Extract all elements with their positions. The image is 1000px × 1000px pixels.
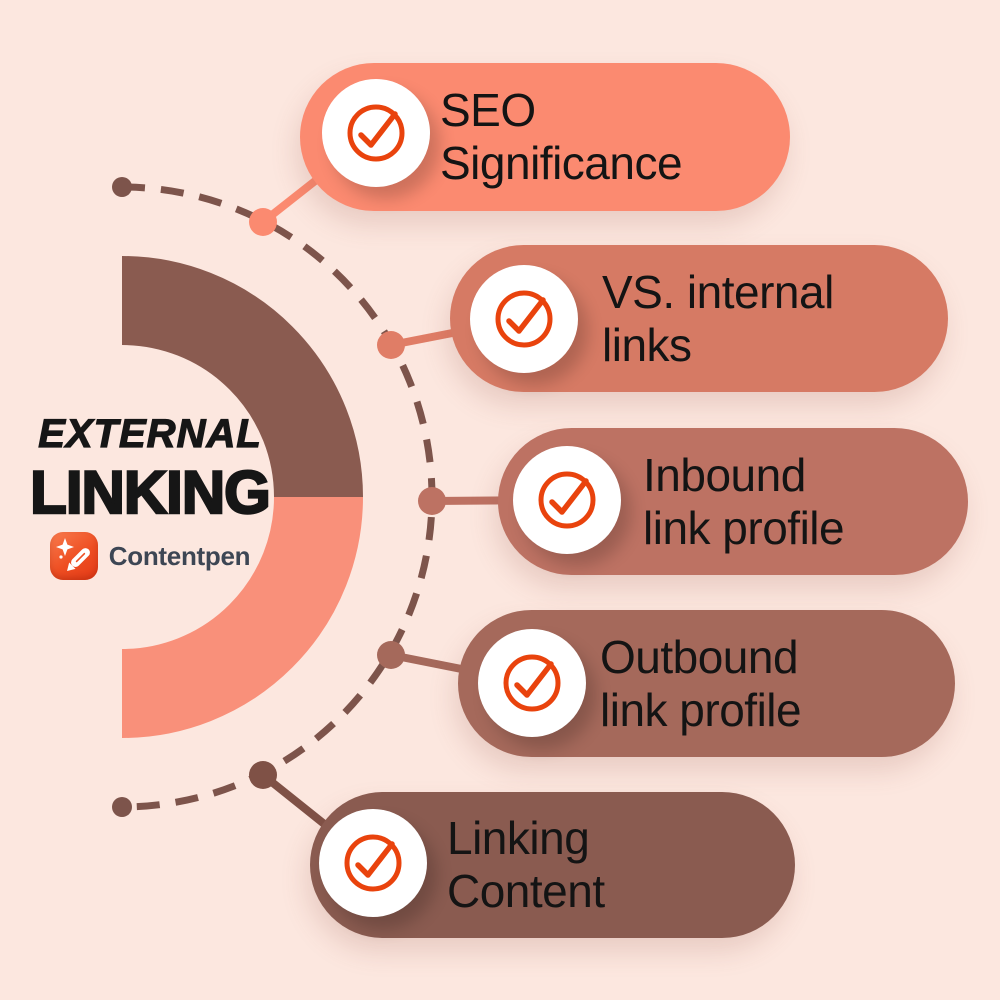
item-label-line2: links xyxy=(602,318,692,371)
timeline-node-1 xyxy=(249,208,277,236)
title-block: EXTERNAL LINKING xyxy=(0,411,300,526)
item-label-line1: Linking xyxy=(447,812,590,864)
item-label-line1: Inbound xyxy=(643,448,806,501)
check-badge xyxy=(319,809,427,917)
contentpen-icon xyxy=(49,532,98,580)
item-pill-inbound-link-profile: Inbound link profile xyxy=(498,428,968,575)
pen-icon xyxy=(66,548,90,571)
check-badge xyxy=(513,446,621,554)
check-circle-icon xyxy=(347,104,405,162)
ring-segment-bottom xyxy=(120,495,363,738)
item-pill-linking-content: Linking Content xyxy=(310,792,795,938)
timeline-node-5 xyxy=(249,761,277,789)
item-label-line1: Outbound xyxy=(600,630,799,683)
check-circle-icon xyxy=(495,290,553,348)
timeline-node-2 xyxy=(377,331,405,359)
item-label-line2: Content xyxy=(447,865,605,917)
item-label-line2: link profile xyxy=(600,683,802,736)
ring-segment-top xyxy=(120,256,363,499)
timeline-node-4 xyxy=(377,641,405,669)
check-circle-icon xyxy=(344,834,402,892)
item-label-line2: Significance xyxy=(440,137,683,189)
item-label-line1: VS. internal xyxy=(602,265,834,318)
arc-endpoint-dot-bottom xyxy=(112,797,132,817)
brand-logo: Contentpen xyxy=(0,532,300,580)
check-circle-icon xyxy=(503,654,561,712)
item-label: Outbound link profile xyxy=(600,630,802,737)
page-title: LINKING xyxy=(29,459,272,526)
arc-endpoint-dot-top xyxy=(112,177,132,197)
item-label-line1: SEO xyxy=(440,84,536,136)
check-circle-icon xyxy=(538,471,596,529)
timeline-node-3 xyxy=(418,487,446,515)
title-kicker: EXTERNAL xyxy=(38,411,262,456)
sparkle-icon xyxy=(55,538,74,556)
item-label: Linking Content xyxy=(447,812,605,918)
item-label: Inbound link profile xyxy=(643,448,845,555)
check-badge xyxy=(470,265,578,373)
item-pill-seo-significance: SEO Significance xyxy=(300,63,790,211)
item-label-line2: link profile xyxy=(643,501,845,554)
check-badge xyxy=(322,79,430,187)
brand-name: Contentpen xyxy=(108,540,251,571)
item-label: SEO Significance xyxy=(440,84,683,190)
item-label: VS. internal links xyxy=(602,266,834,372)
item-pill-vs-internal-links: VS. internal links xyxy=(450,245,948,392)
check-badge xyxy=(478,629,586,737)
pen-sparkle-icon xyxy=(55,538,90,571)
item-pill-outbound-link-profile: Outbound link profile xyxy=(458,610,955,757)
